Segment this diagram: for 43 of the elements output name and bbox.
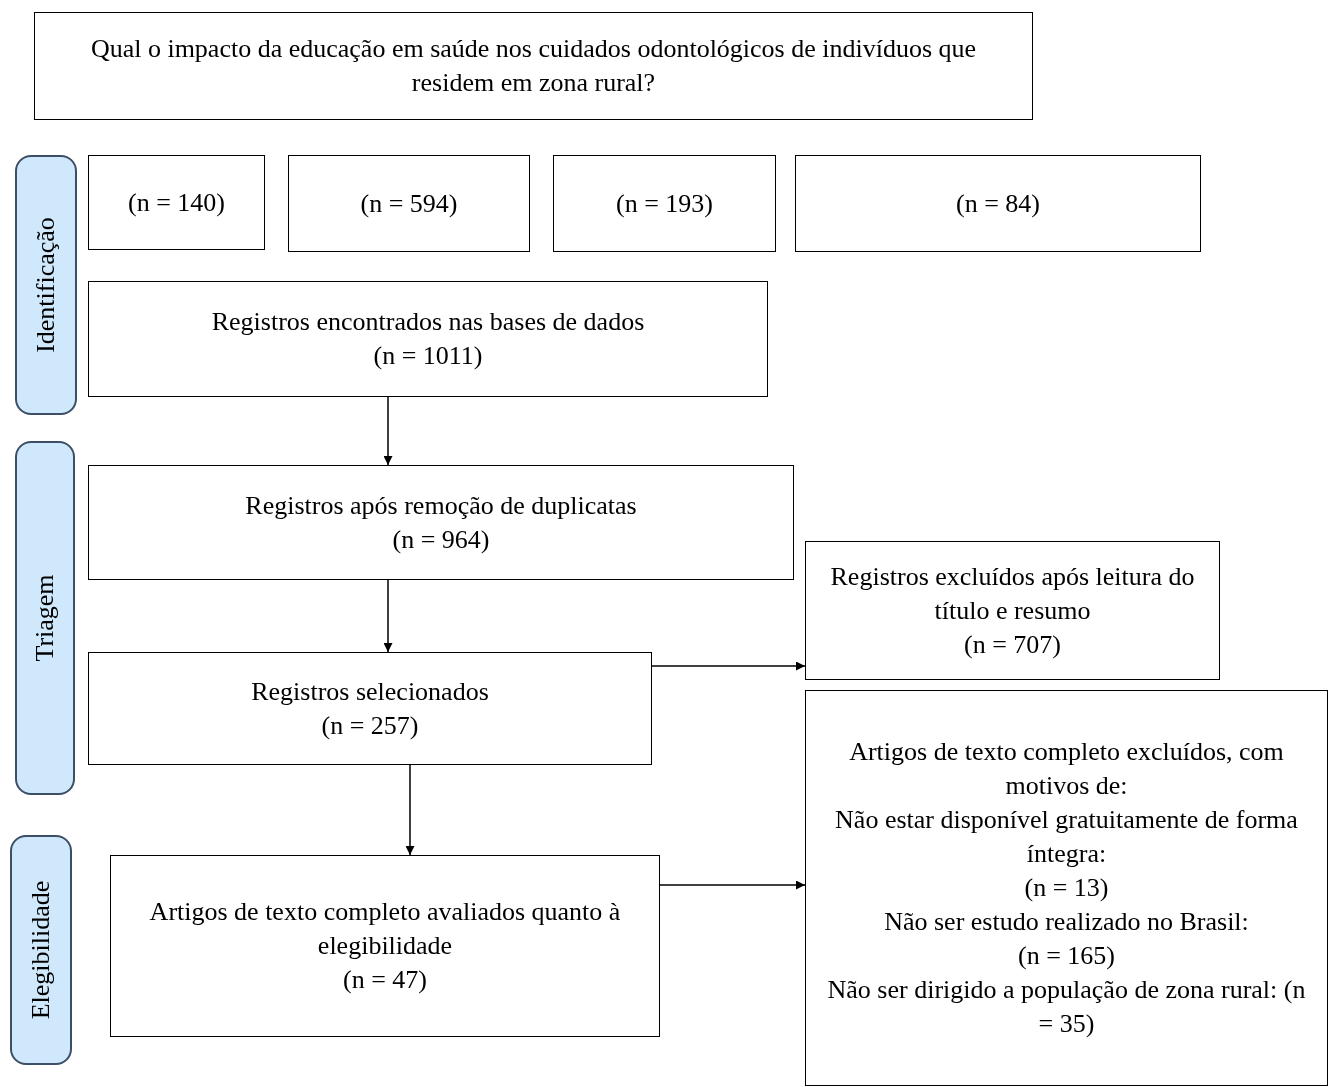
- process-box: [795, 155, 1201, 252]
- box-text: (n = 193): [616, 187, 713, 220]
- box-text: Registros encontrados nas bases de dados: [211, 306, 645, 338]
- box-text: Registros excluídos após leitura do título e resumo: [829, 560, 1196, 627]
- box-text: (n = 47): [343, 964, 427, 996]
- process-box: [34, 12, 1033, 120]
- box-text: Não ser estudo realizado no Brasil:: [884, 906, 1249, 938]
- box-text: Não estar disponível gratuitamente de forma íntegra:: [834, 804, 1299, 870]
- box-text: Artigos de texto completo excluídos, com motivos de:: [848, 736, 1285, 802]
- box-text: Registros selecionados: [251, 675, 489, 708]
- process-box: [88, 155, 265, 250]
- box-text: (n = 594): [360, 187, 458, 220]
- box-text: (n = 257): [321, 709, 419, 742]
- process-box: [553, 155, 776, 252]
- box-text: Artigos de texto completo avaliados quanto à elegibilidade: [148, 896, 622, 962]
- process-box: [88, 281, 768, 397]
- box-text: (n = 165): [1018, 940, 1115, 972]
- box-text: (n = 707): [964, 628, 1061, 661]
- box-text: (n = 964): [392, 523, 490, 556]
- process-box: [88, 465, 794, 580]
- arrow: [383, 579, 393, 653]
- box-text: (n = 84): [956, 187, 1040, 220]
- box-text: Não ser dirigido a população de zona rural: (n = 35): [826, 974, 1307, 1040]
- arrow: [659, 880, 806, 890]
- stage-label: Triagem: [32, 574, 58, 662]
- process-box: [805, 541, 1220, 680]
- arrow: [383, 396, 393, 466]
- box-text: (n = 1011): [373, 340, 483, 372]
- process-box: [88, 652, 652, 765]
- box-text: Registros após remoção de duplicatas: [245, 489, 637, 522]
- stage-band: [15, 441, 75, 795]
- stage-label: Identificação: [33, 217, 59, 353]
- process-box: [805, 690, 1328, 1086]
- box-text: (n = 140): [128, 186, 225, 219]
- arrow: [405, 764, 415, 856]
- box-text: Qual o impacto da educação em saúde nos cuidados odontológicos de indivíduos que residem em zona rural?: [89, 33, 978, 99]
- stage-band: [10, 835, 72, 1065]
- process-box: [288, 155, 530, 252]
- stage-band: [15, 155, 77, 415]
- process-box: [110, 855, 660, 1037]
- stage-label: Elegibilidade: [28, 880, 54, 1020]
- arrow: [651, 661, 806, 671]
- box-text: (n = 13): [1024, 872, 1109, 904]
